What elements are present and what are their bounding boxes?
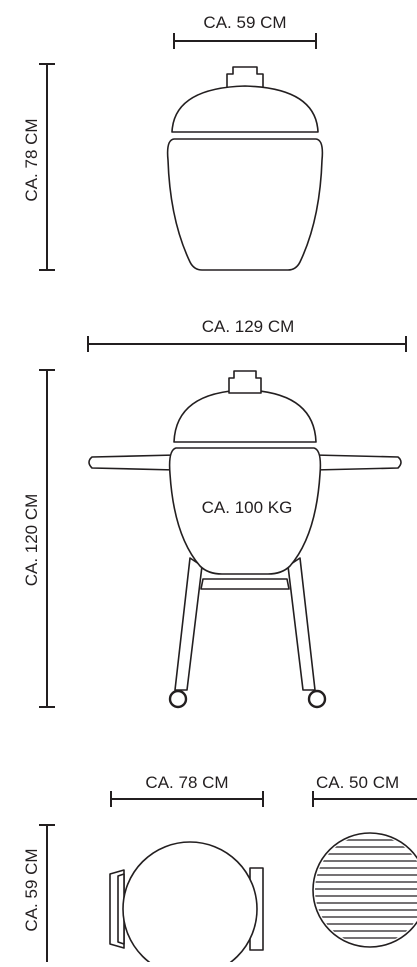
full-view-section: CA. 129 CM CA. 120 CM xyxy=(22,317,407,709)
top-view-drawing xyxy=(109,841,264,967)
right-side-shelf xyxy=(313,454,402,471)
weight-label: CA. 100 KG xyxy=(202,498,293,517)
top-view-width-dimension: CA. 78 CM xyxy=(110,773,264,807)
right-wheel xyxy=(307,689,327,709)
side-view-height-label: CA. 78 CM xyxy=(22,118,41,201)
full-view-width-label: CA. 129 CM xyxy=(202,317,295,336)
grate-diameter-label: CA. 50 CM xyxy=(316,773,399,792)
right-leg xyxy=(287,557,316,691)
top-view-width-label: CA. 78 CM xyxy=(145,773,228,792)
full-view-width-dimension: CA. 129 CM xyxy=(87,317,407,352)
full-grill-drawing: CA. 100 KG xyxy=(88,370,402,709)
leg-cross-bar xyxy=(200,578,290,590)
side-view-section: CA. 59 CM CA. 78 CM xyxy=(22,13,324,271)
top-view-circle xyxy=(122,841,258,967)
left-wheel xyxy=(168,689,188,709)
full-view-height-label: CA. 120 CM xyxy=(22,494,41,587)
left-side-shelf xyxy=(88,454,177,471)
grate-diameter-dimension: CA. 50 CM xyxy=(312,773,417,807)
full-view-height-dimension: CA. 120 CM xyxy=(22,369,55,708)
side-view-height-dimension: CA. 78 CM xyxy=(22,63,55,271)
side-view-width-label: CA. 59 CM xyxy=(203,13,286,32)
grill-grate-drawing xyxy=(312,832,417,948)
grill-top-vent xyxy=(228,370,262,394)
compact-grill-drawing xyxy=(166,66,324,271)
left-leg xyxy=(174,557,203,691)
grill-dome-lid xyxy=(173,389,317,443)
top-view-height-dimension: CA. 59 CM xyxy=(22,824,55,962)
grill-body xyxy=(168,447,322,575)
top-view-height-label: CA. 59 CM xyxy=(22,848,41,931)
side-view-width-dimension: CA. 59 CM xyxy=(173,13,317,49)
top-view-section: CA. 78 CM CA. 59 CM CA. 50 CM xyxy=(22,773,417,967)
